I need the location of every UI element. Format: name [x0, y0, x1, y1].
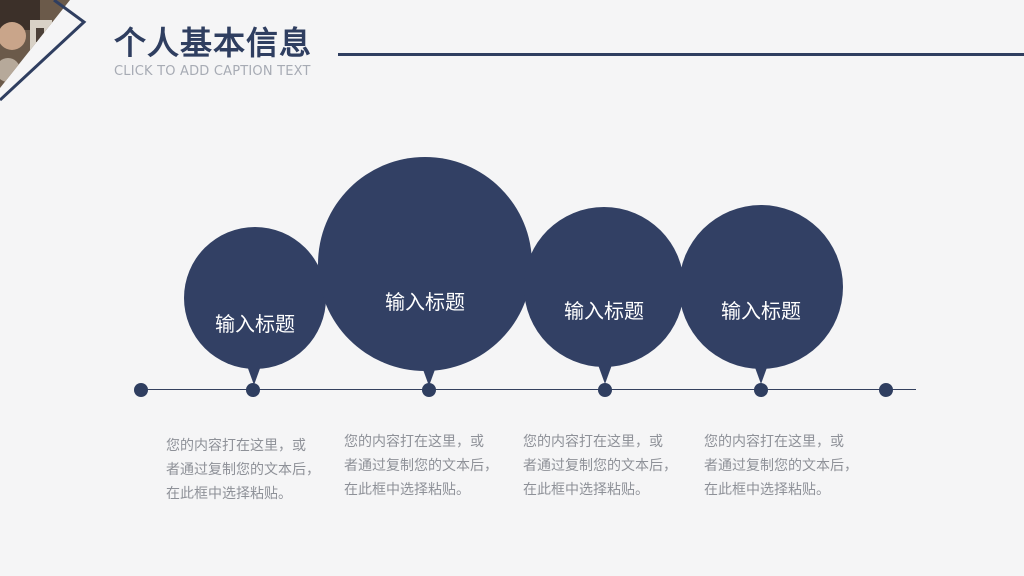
title-bubble-4[interactable]: 输入标题	[679, 205, 843, 392]
description-text-2[interactable]: 您的内容打在这里，或 者通过复制您的文本后， 在此框中选择粘贴。	[344, 434, 498, 498]
page-title: 个人基本信息	[114, 24, 313, 62]
corner-photo	[0, 0, 87, 102]
description-text-4[interactable]: 您的内容打在这里，或 者通过复制您的文本后， 在此框中选择粘贴。	[704, 434, 858, 498]
timeline-end-node	[879, 383, 893, 397]
timeline-node	[598, 383, 612, 397]
bubble-title: 输入标题	[215, 311, 295, 336]
timeline-end-node	[134, 383, 148, 397]
timeline-node	[754, 383, 768, 397]
description-text-3[interactable]: 您的内容打在这里，或 者通过复制您的文本后， 在此框中选择粘贴。	[523, 434, 677, 498]
timeline-node	[246, 383, 260, 397]
page-caption: CLICK TO ADD CAPTION TEXT	[114, 64, 311, 79]
title-bubble-2[interactable]: 输入标题	[318, 157, 532, 392]
timeline-node	[422, 383, 436, 397]
timeline-line	[140, 389, 916, 390]
description-text-1[interactable]: 您的内容打在这里，或 者通过复制您的文本后， 在此框中选择粘贴。	[166, 438, 320, 502]
title-rule	[338, 53, 1024, 56]
title-bubble-1[interactable]: 输入标题	[184, 227, 326, 392]
title-bubble-3[interactable]: 输入标题	[524, 207, 684, 392]
bubble-title: 输入标题	[564, 298, 644, 323]
bubble-title: 输入标题	[385, 289, 465, 314]
bubble-title: 输入标题	[721, 298, 801, 323]
